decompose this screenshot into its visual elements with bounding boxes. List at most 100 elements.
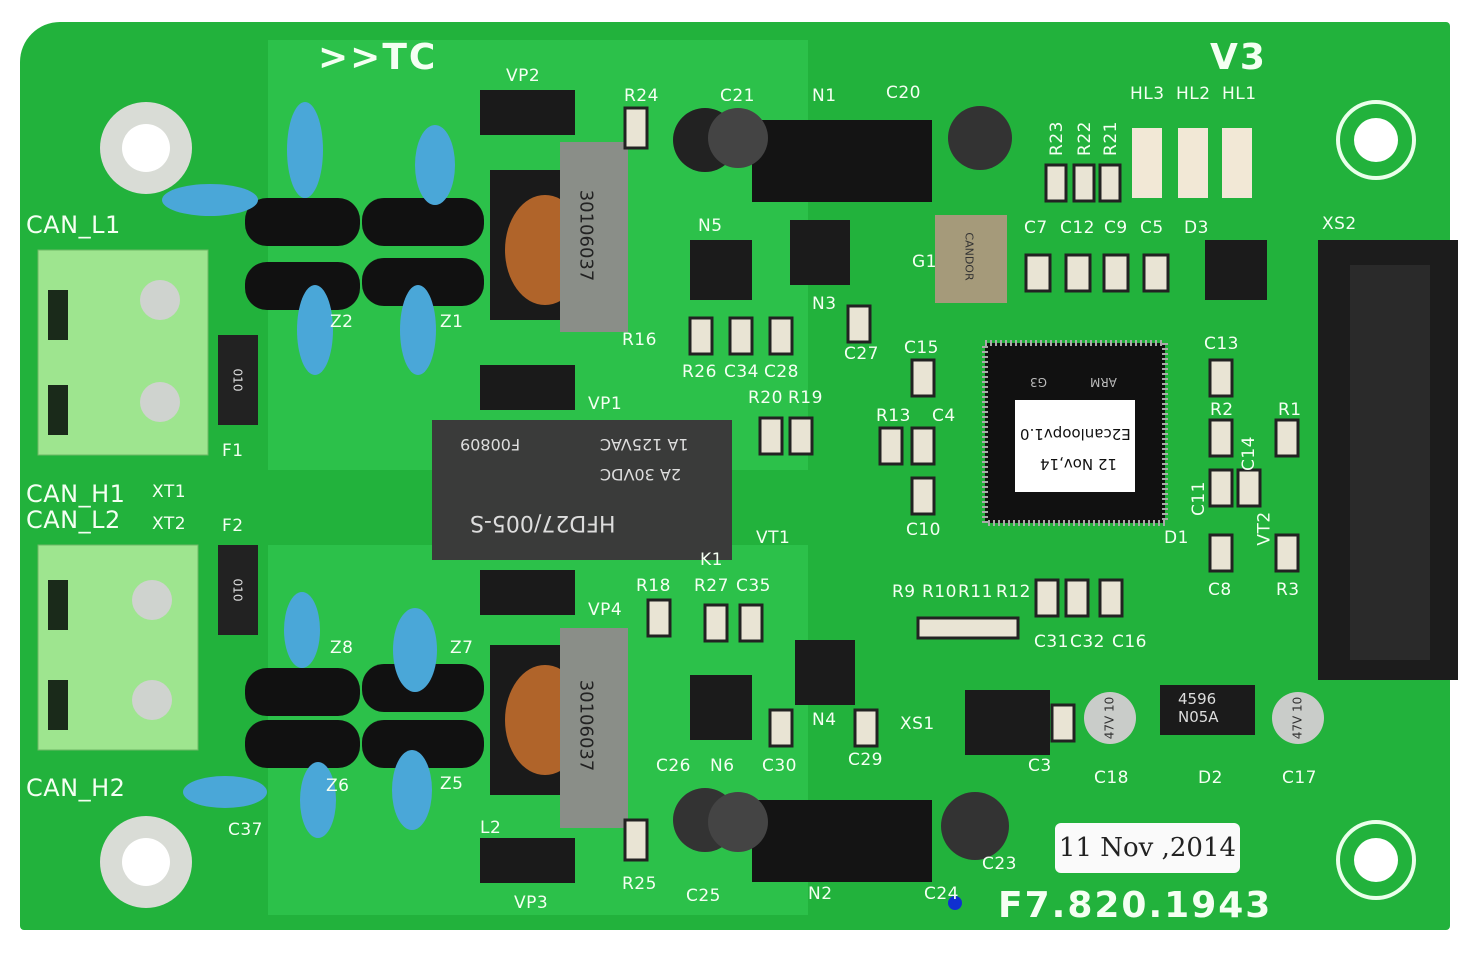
- label-c30: C30: [762, 756, 798, 776]
- label-vp1: VP1: [588, 394, 623, 414]
- diodes-vp: [480, 90, 575, 883]
- label-c3: C3: [1028, 756, 1052, 776]
- label-c13: C13: [1204, 334, 1240, 354]
- label-r25: R25: [622, 874, 657, 894]
- fuse-f2: [218, 545, 258, 635]
- label-vp2: VP2: [506, 66, 541, 86]
- label-c31: C31: [1034, 632, 1070, 652]
- label-g1: G1: [912, 252, 937, 272]
- common-mode-choke-bottom: [490, 628, 628, 828]
- label-c12: C12: [1060, 218, 1096, 238]
- label-xt1: XT1: [152, 482, 187, 502]
- label-r18: R18: [636, 576, 671, 596]
- mounting-hole-bl: [100, 816, 192, 908]
- label-c7: C7: [1024, 218, 1048, 238]
- label-r20: R20: [748, 388, 783, 408]
- label-n6: N6: [710, 756, 735, 776]
- label-r3: R3: [1276, 580, 1300, 600]
- label-can-l2: CAN_L2: [26, 506, 121, 534]
- label-c18: C18: [1094, 768, 1130, 788]
- label-d2: D2: [1198, 768, 1223, 788]
- label-r13: R13: [876, 406, 911, 426]
- board-version: V3: [1210, 37, 1267, 78]
- electrolytic-caps: [673, 106, 1324, 860]
- label-c32: C32: [1070, 632, 1106, 652]
- label-vp4: VP4: [588, 600, 623, 620]
- label-r23: R23: [1046, 121, 1067, 156]
- label-r9: R9: [892, 582, 916, 602]
- tvs-diodes: [245, 198, 484, 768]
- part-number: F7.820.1943: [998, 885, 1273, 926]
- label-hl3: HL3: [1130, 84, 1165, 104]
- dcdc-module-n2: [752, 800, 932, 882]
- leds: [1132, 128, 1252, 198]
- label-z2: Z2: [330, 312, 354, 332]
- label-c15: C15: [904, 338, 940, 358]
- fuse-code-f2: 010: [230, 578, 245, 602]
- label-can-h2: CAN_H2: [26, 774, 126, 802]
- label-c28: C28: [764, 362, 800, 382]
- label-r2: R2: [1210, 400, 1234, 420]
- label-c24: C24: [924, 884, 960, 904]
- label-vt2: VT2: [1254, 511, 1275, 546]
- cap-label-c17: 47V 10: [1290, 696, 1305, 740]
- label-c37: C37: [228, 820, 264, 840]
- label-vp3: VP3: [514, 893, 549, 913]
- mcu-sticker-line1: E2canloopv1.0: [1020, 425, 1131, 443]
- mounting-hole-tr: [1336, 100, 1416, 180]
- label-c9: C9: [1104, 218, 1128, 238]
- regulator-code: 4596 N05A: [1178, 690, 1219, 726]
- crystal-brand: CANDOR: [962, 232, 976, 281]
- label-c16: C16: [1112, 632, 1148, 652]
- inductor-code-bottom: 30106037: [575, 679, 597, 772]
- label-z8: Z8: [330, 638, 354, 658]
- fuse-f1: [218, 335, 258, 425]
- label-c26: C26: [656, 756, 692, 776]
- label-c35: C35: [736, 576, 772, 596]
- label-hl2: HL2: [1176, 84, 1211, 104]
- label-z7: Z7: [450, 638, 474, 658]
- common-mode-choke-top: [490, 142, 628, 332]
- terminal-block-xt2: [37, 544, 199, 751]
- label-r21: R21: [1100, 121, 1121, 156]
- label-c34: C34: [724, 362, 760, 382]
- label-hl1: HL1: [1222, 84, 1257, 104]
- label-r1: R1: [1278, 400, 1302, 420]
- label-f1: F1: [222, 441, 244, 461]
- mcu-code: G3: [1030, 375, 1047, 389]
- label-r19: R19: [788, 388, 823, 408]
- label-can-h1: CAN_H1: [26, 480, 126, 508]
- label-n2: N2: [808, 884, 833, 904]
- label-d1: D1: [1164, 528, 1189, 548]
- label-can-l1: CAN_L1: [26, 211, 121, 239]
- label-c20: C20: [886, 83, 922, 103]
- blue-dot-marker: [948, 896, 962, 910]
- label-z6: Z6: [326, 776, 350, 796]
- label-r16: R16: [622, 330, 657, 350]
- date-sticker: 11 Nov ,2014: [1055, 823, 1240, 873]
- label-d3: D3: [1184, 218, 1209, 238]
- label-xt2: XT2: [152, 514, 187, 534]
- label-l2: L2: [480, 818, 502, 838]
- label-c10: C10: [906, 520, 942, 540]
- label-c17: C17: [1282, 768, 1318, 788]
- label-n3: N3: [812, 294, 837, 314]
- label-r27: R27: [694, 576, 729, 596]
- label-c23: C23: [982, 854, 1018, 874]
- label-r11: R11: [958, 582, 993, 602]
- terminal-block-xt1: [37, 249, 209, 456]
- label-c14: C14: [1239, 435, 1260, 472]
- mcu-brand: ARM: [1090, 375, 1117, 389]
- label-n5: N5: [698, 216, 723, 236]
- label-c11: C11: [1189, 480, 1210, 517]
- label-n4: N4: [812, 710, 837, 730]
- label-c8: C8: [1208, 580, 1232, 600]
- board-title: >>TC: [318, 37, 438, 78]
- cap-label-c18: 47V 10: [1102, 696, 1117, 740]
- dcdc-module-n1: [752, 120, 932, 202]
- label-r24: R24: [624, 86, 659, 106]
- blue-capacitors: [162, 102, 455, 838]
- label-vt1: VT1: [756, 528, 791, 548]
- relay-code: F00809: [460, 435, 521, 454]
